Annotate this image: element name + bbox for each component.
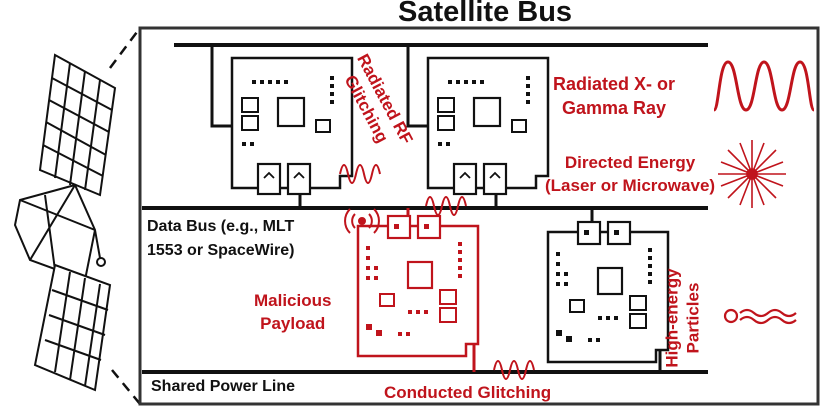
callout-dashed-line-bottom	[111, 369, 141, 405]
data-bus-label-line1: Data Bus (e.g., MLT	[147, 218, 295, 235]
circuit-board-2	[426, 56, 550, 196]
circuit-board-4	[546, 220, 670, 364]
shared-power-line-label: Shared Power Line	[151, 378, 296, 395]
board1-top-connector	[210, 45, 232, 128]
directed-energy-label: Directed Energy (Laser or Microwave)	[545, 151, 715, 197]
directed-energy-label-line2: (Laser or Microwave)	[545, 176, 716, 195]
malicious-payload-label-line1: Malicious	[254, 291, 332, 310]
particle-wave-icon	[723, 308, 797, 325]
radiated-xray-label-line1: Radiated X- or	[553, 74, 676, 94]
malicious-payload-label: Malicious Payload	[254, 289, 331, 335]
directed-energy-starburst-icon	[718, 140, 786, 208]
data-bus-label: Data Bus (e.g., MLT 1553 or SpaceWire)	[147, 215, 294, 263]
power-glitch-wave	[493, 360, 535, 380]
high-energy-particles-label-line2: Particles	[683, 282, 703, 354]
circuit-board-1	[230, 56, 354, 196]
radiated-xray-label: Radiated X- or Gamma Ray	[553, 72, 675, 120]
radiated-xray-label-line2: Gamma Ray	[561, 98, 667, 118]
xray-wave-icon	[712, 60, 816, 112]
diagram-title: Satellite Bus	[398, 0, 573, 28]
data-bus-label-line2: 1553 or SpaceWire)	[147, 242, 295, 259]
wireless-signal-icon	[344, 208, 380, 234]
conducted-glitching-label: Conducted Glitching	[384, 383, 552, 402]
board2-top-connector	[406, 45, 428, 128]
directed-energy-label-line1: Directed Energy	[564, 153, 696, 172]
satellite-bus-frame	[138, 26, 820, 406]
malicious-payload-label-line2: Payload	[260, 314, 326, 333]
high-energy-particles-label: High-energy Particles	[662, 268, 704, 367]
callout-dashed-line-top	[109, 27, 141, 69]
rf-glitch-wave	[339, 164, 381, 184]
malicious-payload-board	[356, 214, 480, 358]
satellite-illustration	[13, 53, 117, 392]
bus-glitch-wave	[425, 196, 467, 216]
high-energy-particles-label-line1: High-energy	[662, 268, 682, 368]
